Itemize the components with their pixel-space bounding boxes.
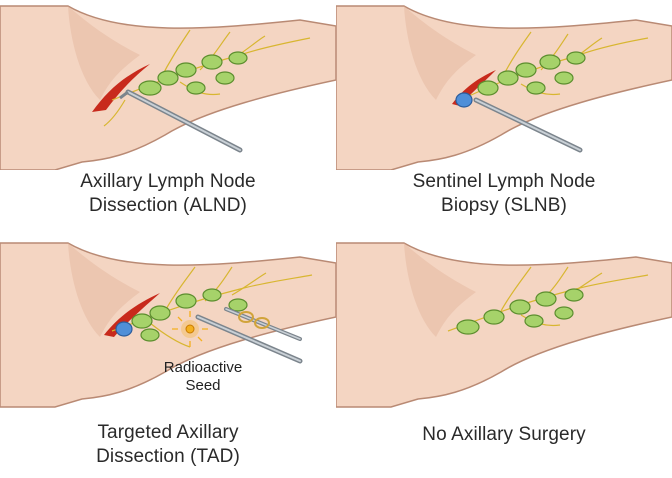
slnb-illustration [336, 0, 672, 170]
radioactive-seed-label: Radioactive Seed [148, 359, 258, 395]
arm-skin [336, 243, 672, 407]
sentinel-node [456, 93, 472, 107]
seed-label-line: Seed [148, 377, 258, 395]
arm-skin [0, 6, 336, 170]
panel-alnd: Axillary Lymph Node Dissection (ALND) [0, 0, 336, 239]
caption-line: No Axillary Surgery [336, 423, 672, 447]
caption-line: Targeted Axillary [0, 421, 336, 445]
caption-line: Biopsy (SLNB) [336, 194, 672, 218]
no-surgery-illustration [336, 239, 672, 419]
caption-tad: Targeted Axillary Dissection (TAD) [0, 421, 336, 469]
caption-no-surgery: No Axillary Surgery [336, 423, 672, 447]
caption-line: Axillary Lymph Node [0, 170, 336, 194]
panel-slnb: Sentinel Lymph Node Biopsy (SLNB) [336, 0, 672, 239]
seed-label-line: Radioactive [148, 359, 258, 377]
caption-line: Dissection (ALND) [0, 194, 336, 218]
arm-skin [336, 6, 672, 170]
alnd-illustration [0, 0, 336, 170]
caption-slnb: Sentinel Lymph Node Biopsy (SLNB) [336, 170, 672, 218]
panel-no-surgery: No Axillary Surgery [336, 239, 672, 478]
caption-alnd: Axillary Lymph Node Dissection (ALND) [0, 170, 336, 218]
sentinel-node [116, 322, 132, 336]
panel-tad: Radioactive Seed Targeted Axillary Disse… [0, 239, 336, 478]
caption-line: Dissection (TAD) [0, 445, 336, 469]
caption-line: Sentinel Lymph Node [336, 170, 672, 194]
